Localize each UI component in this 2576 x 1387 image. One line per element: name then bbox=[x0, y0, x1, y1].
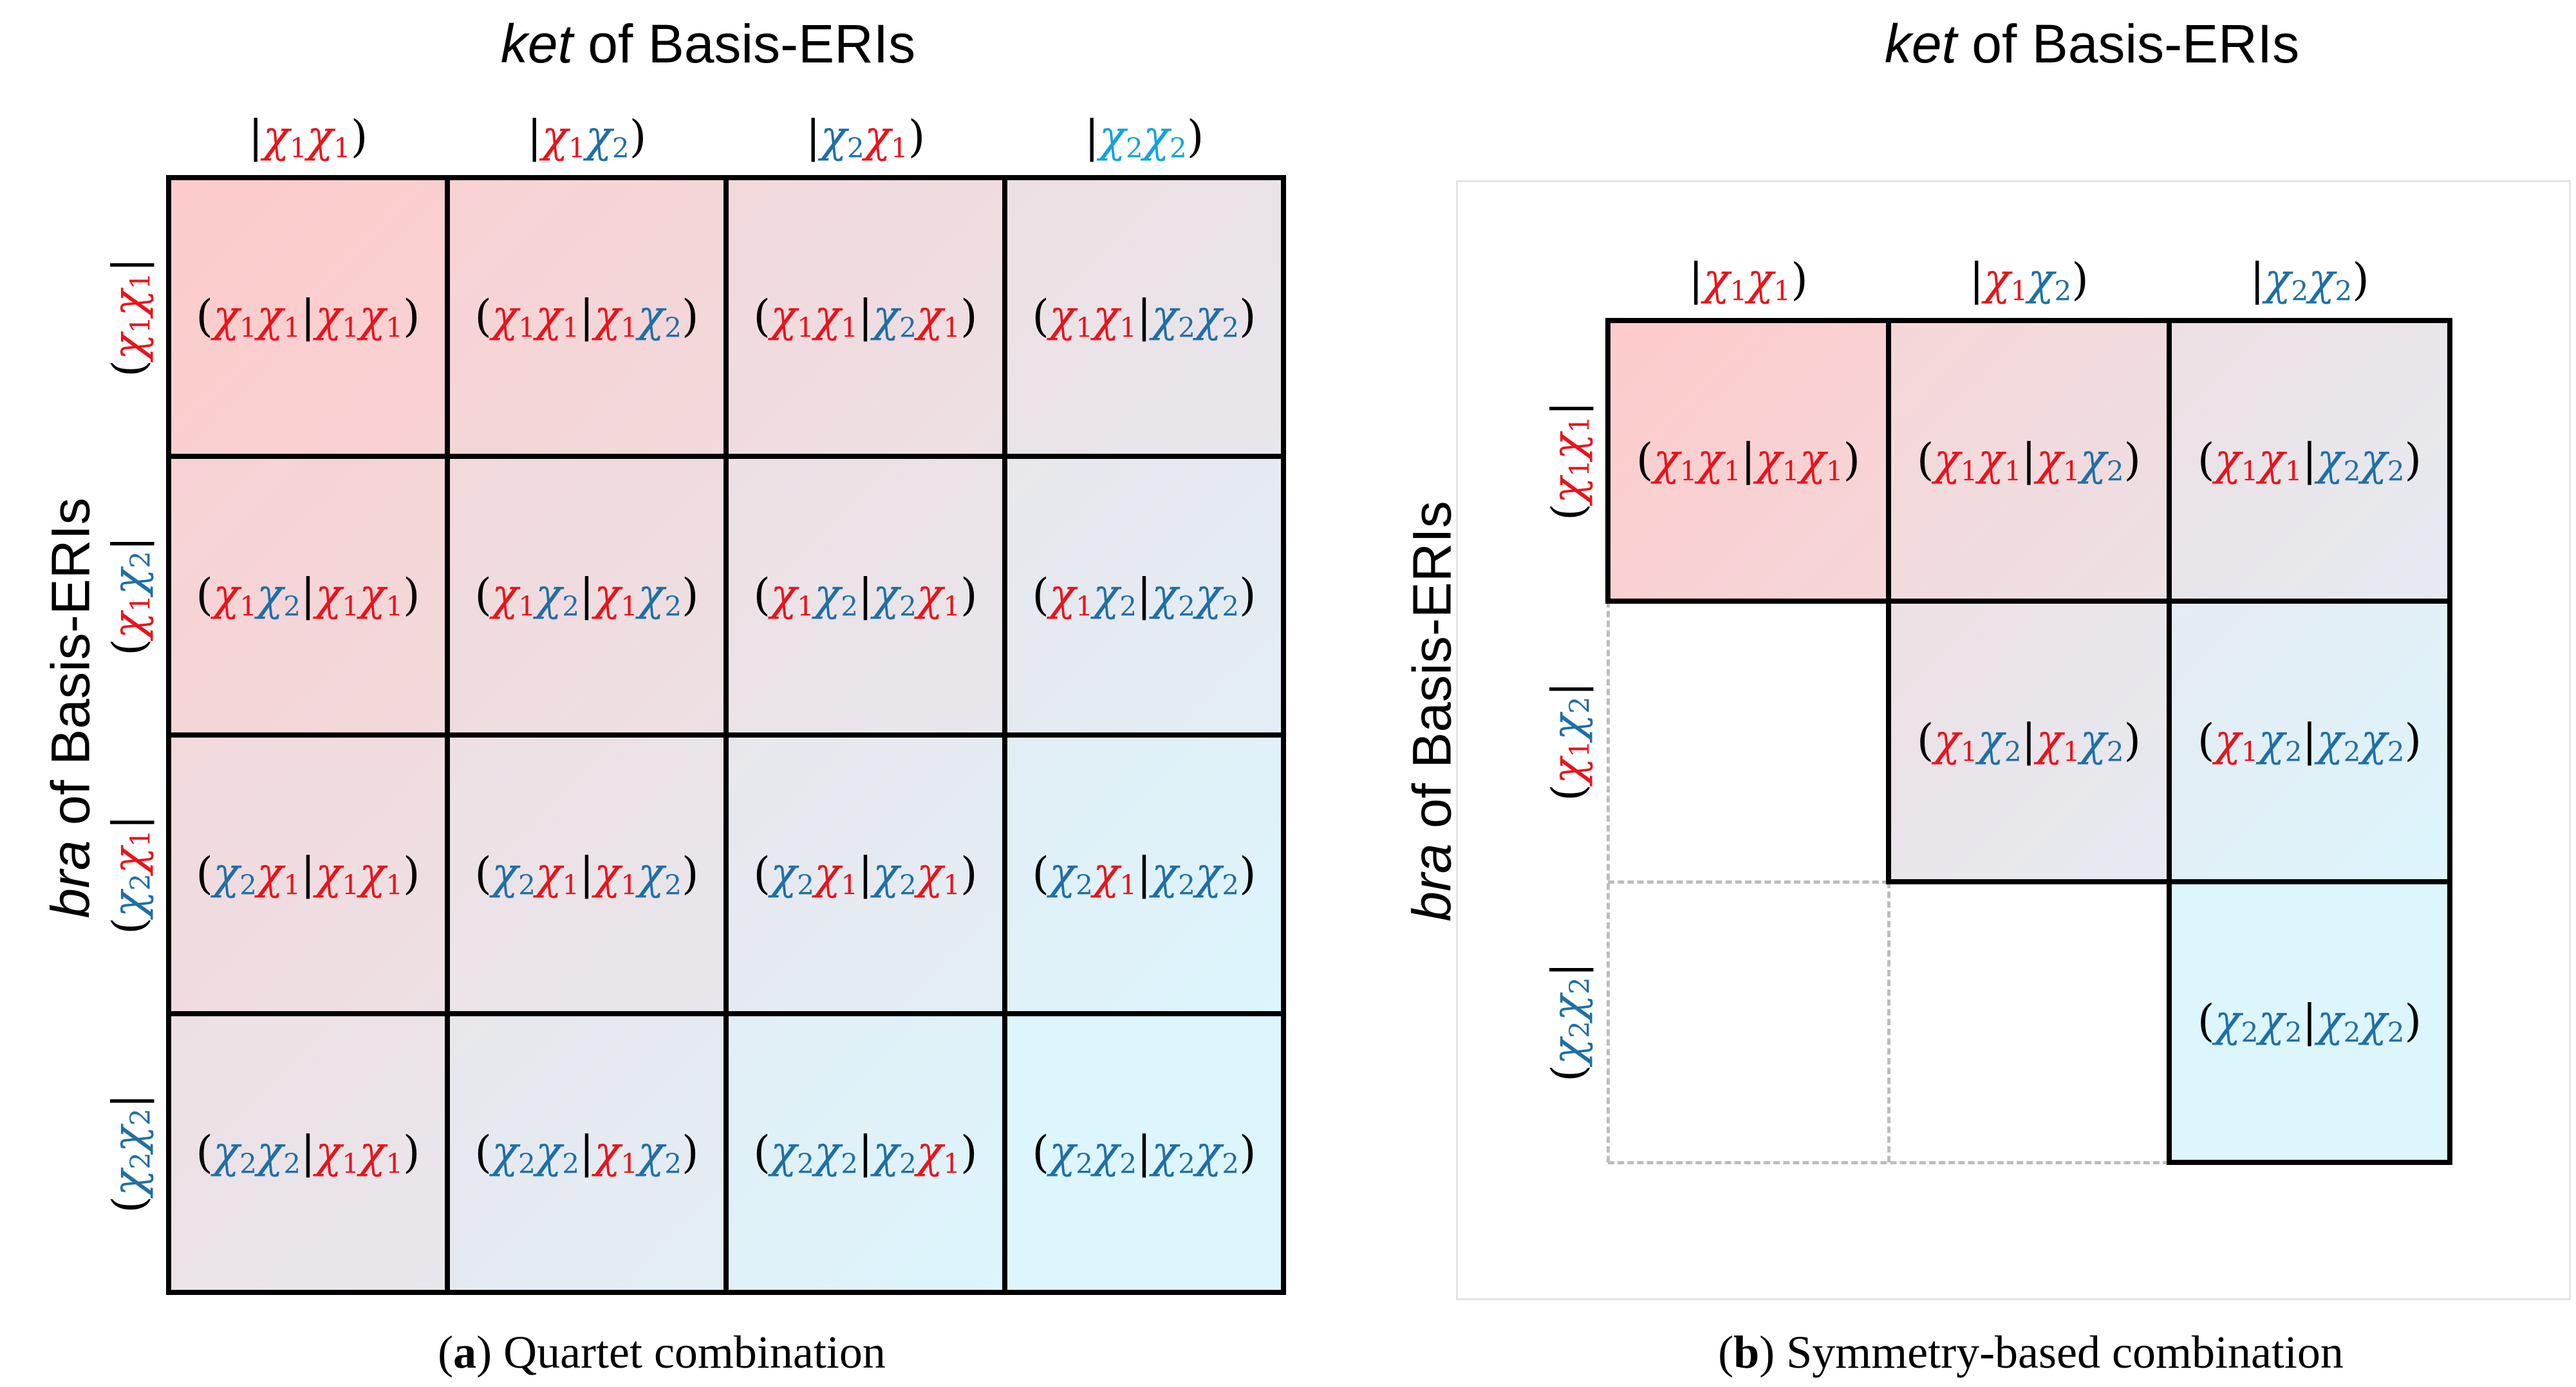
panel_b-cell-label: (χ1χ2|χ2χ2) bbox=[2197, 715, 2422, 768]
panel_a-cell-label: (χ2χ2|χ2χ2) bbox=[1032, 1126, 1256, 1180]
panel_a-cell bbox=[1005, 178, 1283, 456]
panel_a-cell bbox=[447, 178, 726, 456]
panel_a-ket-header: |χ1χ2) bbox=[527, 111, 647, 164]
panel_a-cell bbox=[169, 1014, 447, 1292]
panel-a-grid-line bbox=[166, 1011, 1286, 1016]
panel_a-cell bbox=[1005, 735, 1283, 1014]
panel_a-cell-label: (χ1χ2|χ1χ1) bbox=[196, 569, 420, 622]
panel_b-ket-header: |χ2χ2) bbox=[2250, 254, 2369, 307]
panel_a-cell bbox=[169, 456, 447, 735]
panel-b-grid-line bbox=[2167, 318, 2172, 1165]
panel_b-cell bbox=[1608, 321, 1889, 601]
panel-b-frame bbox=[1456, 180, 2571, 1300]
panel_a-cell-label: (χ2χ1|χ1χ1) bbox=[196, 848, 420, 901]
panel-b-dashed-line bbox=[1887, 882, 1890, 1162]
panel_a-cell-label: (χ1χ2|χ2χ2) bbox=[1032, 569, 1256, 622]
panel_b-cell bbox=[2169, 321, 2450, 601]
panel_a-ket-header: |χ2χ2) bbox=[1084, 111, 1204, 164]
panel_b-cell bbox=[2169, 601, 2450, 882]
panel-b-grid-line bbox=[1605, 318, 1610, 604]
panel_a-cell bbox=[1005, 456, 1283, 735]
panel_a-cell-label: (χ1χ1|χ2χ1) bbox=[753, 290, 978, 344]
panel_a-cell bbox=[447, 1014, 726, 1292]
panel-b-dashed-line bbox=[1608, 880, 1889, 884]
panel-b-dashed-line bbox=[1608, 1161, 2169, 1164]
panel-a-ket-title: ket of Basis-ERIs bbox=[500, 14, 916, 74]
panel_b-cell-label: (χ1χ1|χ2χ2) bbox=[2197, 434, 2422, 487]
panel_b-ket-header: |χ1χ2) bbox=[1969, 254, 2089, 307]
panel_a-cell-label: (χ2χ1|χ2χ1) bbox=[753, 848, 978, 901]
panel_a-bra-header: (χ1χ2| bbox=[104, 535, 156, 656]
panel_a-cell-label: (χ1χ2|χ1χ2) bbox=[474, 569, 699, 622]
panel-b-caption: (b) Symmetry-based combination bbox=[1718, 1326, 2344, 1378]
panel_a-cell-label: (χ2χ2|χ1χ1) bbox=[196, 1126, 420, 1180]
panel_b-bra-header: (χ1χ2| bbox=[1543, 682, 1596, 801]
panel_b-cell-label: (χ2χ2|χ2χ2) bbox=[2197, 996, 2422, 1048]
panel_a-cell bbox=[169, 735, 447, 1014]
panel-b-grid-line bbox=[1605, 599, 2452, 604]
panel_b-cell bbox=[2169, 882, 2450, 1162]
panel-a-bra-title: bra of Basis-ERIs bbox=[40, 498, 101, 918]
panel-a-grid-line bbox=[166, 1290, 1286, 1295]
panel_b-bra-header: (χ1χ1| bbox=[1543, 401, 1596, 521]
panel_a-ket-header: |χ1χ1) bbox=[248, 111, 368, 164]
panel_a-cell bbox=[726, 735, 1005, 1014]
panel_b-cell-label: (χ1χ2|χ1χ2) bbox=[1916, 715, 2142, 768]
panel-b-bra-title: bra of Basis-ERIs bbox=[1401, 501, 1462, 922]
panel_a-cell bbox=[447, 735, 726, 1014]
panel_b-cell-label: (χ1χ1|χ1χ1) bbox=[1636, 434, 1861, 487]
panel_a-cell bbox=[169, 178, 447, 456]
panel_a-cell-label: (χ2χ1|χ2χ2) bbox=[1032, 848, 1256, 901]
panel-b-grid-line bbox=[2167, 1160, 2452, 1165]
panel_a-bra-header: (χ2χ1| bbox=[104, 814, 156, 935]
panel_a-cell bbox=[1005, 1014, 1283, 1292]
panel_a-cell bbox=[726, 1014, 1005, 1292]
panel_b-cell bbox=[1889, 601, 2169, 882]
panel-a-grid-line bbox=[1281, 175, 1286, 1295]
panel_a-cell-label: (χ1χ1|χ2χ2) bbox=[1032, 290, 1256, 344]
panel_a-cell-label: (χ1χ2|χ2χ1) bbox=[753, 569, 978, 622]
panel_a-bra-header: (χ2χ2| bbox=[104, 1093, 156, 1213]
panel_a-cell bbox=[726, 178, 1005, 456]
panel-b-grid-line bbox=[2447, 318, 2452, 1165]
panel_a-bra-header: (χ1χ1| bbox=[104, 257, 156, 377]
panel_a-cell bbox=[447, 456, 726, 735]
panel-b-grid-line bbox=[1605, 318, 2452, 323]
panel_b-cell-label: (χ1χ1|χ1χ2) bbox=[1916, 434, 2142, 487]
panel_a-cell-label: (χ2χ2|χ1χ2) bbox=[474, 1126, 699, 1180]
panel-a-caption: (a) Quartet combination bbox=[438, 1326, 886, 1378]
panel_a-cell-label: (χ2χ1|χ1χ2) bbox=[474, 848, 699, 901]
panel_a-cell bbox=[726, 456, 1005, 735]
panel-a-grid-line bbox=[166, 732, 1286, 738]
panel_b-cell bbox=[1889, 321, 2169, 601]
panel_a-ket-header: |χ2χ1) bbox=[805, 111, 926, 164]
panel_b-ket-header: |χ1χ1) bbox=[1688, 254, 1808, 307]
panel_a-cell-label: (χ2χ2|χ2χ1) bbox=[753, 1126, 978, 1180]
panel_a-cell-label: (χ1χ1|χ1χ1) bbox=[196, 290, 420, 344]
panel-b-ket-title: ket of Basis-ERIs bbox=[1884, 14, 2300, 74]
panel_b-bra-header: (χ2χ2| bbox=[1543, 962, 1596, 1082]
panel-a-grid-line bbox=[1002, 175, 1007, 1295]
panel-b-grid-line bbox=[1886, 879, 2452, 884]
panel_a-cell-label: (χ1χ1|χ1χ2) bbox=[474, 290, 699, 344]
